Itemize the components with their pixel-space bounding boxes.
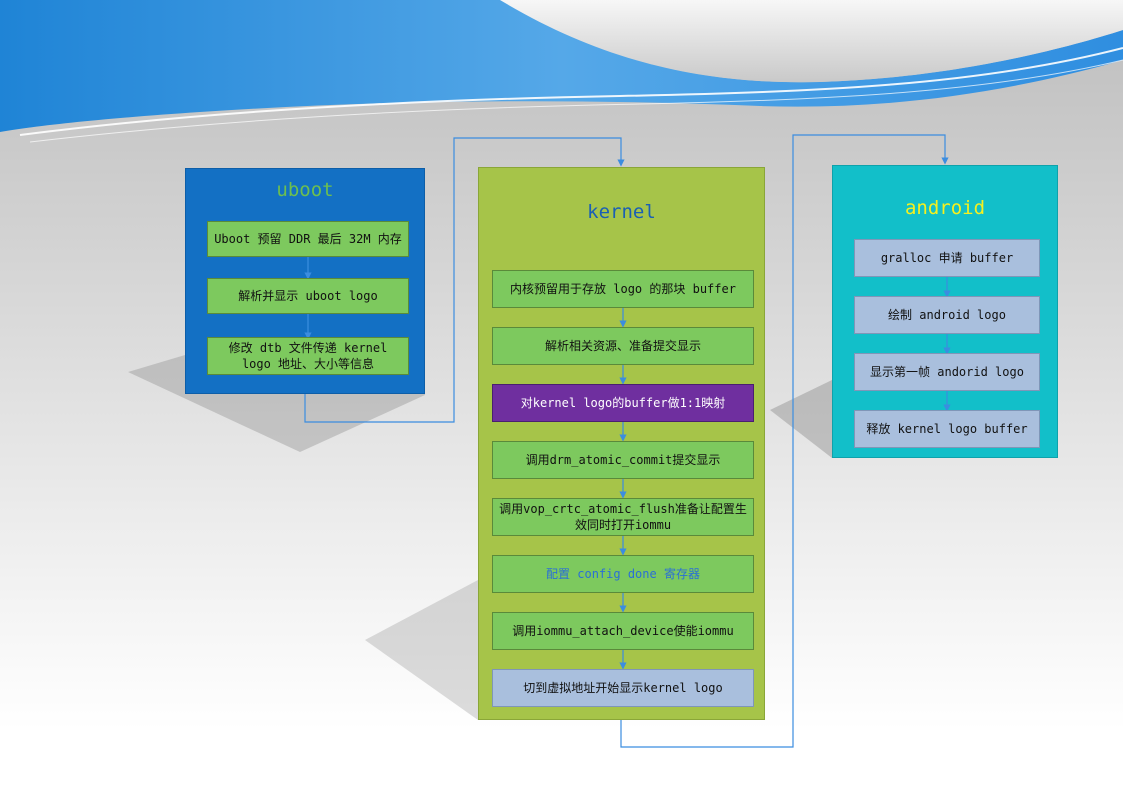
kernel-arrows [619, 308, 627, 670]
uboot-title: uboot [276, 179, 334, 201]
kernel-step-map-buffer: 对kernel logo的buffer做1:1映射 [492, 384, 754, 422]
kernel-step-virtual-address: 切到虚拟地址开始显示kernel logo [492, 669, 754, 707]
kernel-step-parse-resources: 解析相关资源、准备提交显示 [492, 327, 754, 365]
uboot-step-show-logo: 解析并显示 uboot logo [207, 278, 409, 314]
android-step-gralloc: gralloc 申请 buffer [854, 239, 1040, 277]
kernel-step-reserve-buffer: 内核预留用于存放 logo 的那块 buffer [492, 270, 754, 308]
kernel-step-iommu-attach: 调用iommu_attach_device使能iommu [492, 612, 754, 650]
android-step-first-frame: 显示第一帧 andorid logo [854, 353, 1040, 391]
uboot-step-reserve-ddr: Uboot 预留 DDR 最后 32M 内存 [207, 221, 409, 257]
kernel-step-crtc-flush: 调用vop_crtc_atomic_flush准备让配置生效同时打开iommu [492, 498, 754, 536]
kernel-step-atomic-commit: 调用drm_atomic_commit提交显示 [492, 441, 754, 479]
android-arrows [943, 277, 951, 412]
android-panel: android gralloc 申请 buffer 绘制 android log… [832, 165, 1058, 458]
android-title: android [904, 197, 986, 219]
kernel-title: kernel [587, 201, 656, 223]
android-step-release-buffer: 释放 kernel logo buffer [854, 410, 1040, 448]
uboot-arrows [304, 257, 312, 340]
uboot-step-modify-dtb: 修改 dtb 文件传递 kernel logo 地址、大小等信息 [207, 337, 409, 375]
kernel-panel: kernel 内核预留用于存放 logo 的那块 buffer 解析相关资源、准… [478, 167, 765, 720]
kernel-step-config-done: 配置 config done 寄存器 [492, 555, 754, 593]
uboot-panel: uboot Uboot 预留 DDR 最后 32M 内存 解析并显示 uboot… [185, 168, 425, 394]
android-step-draw-logo: 绘制 android logo [854, 296, 1040, 334]
